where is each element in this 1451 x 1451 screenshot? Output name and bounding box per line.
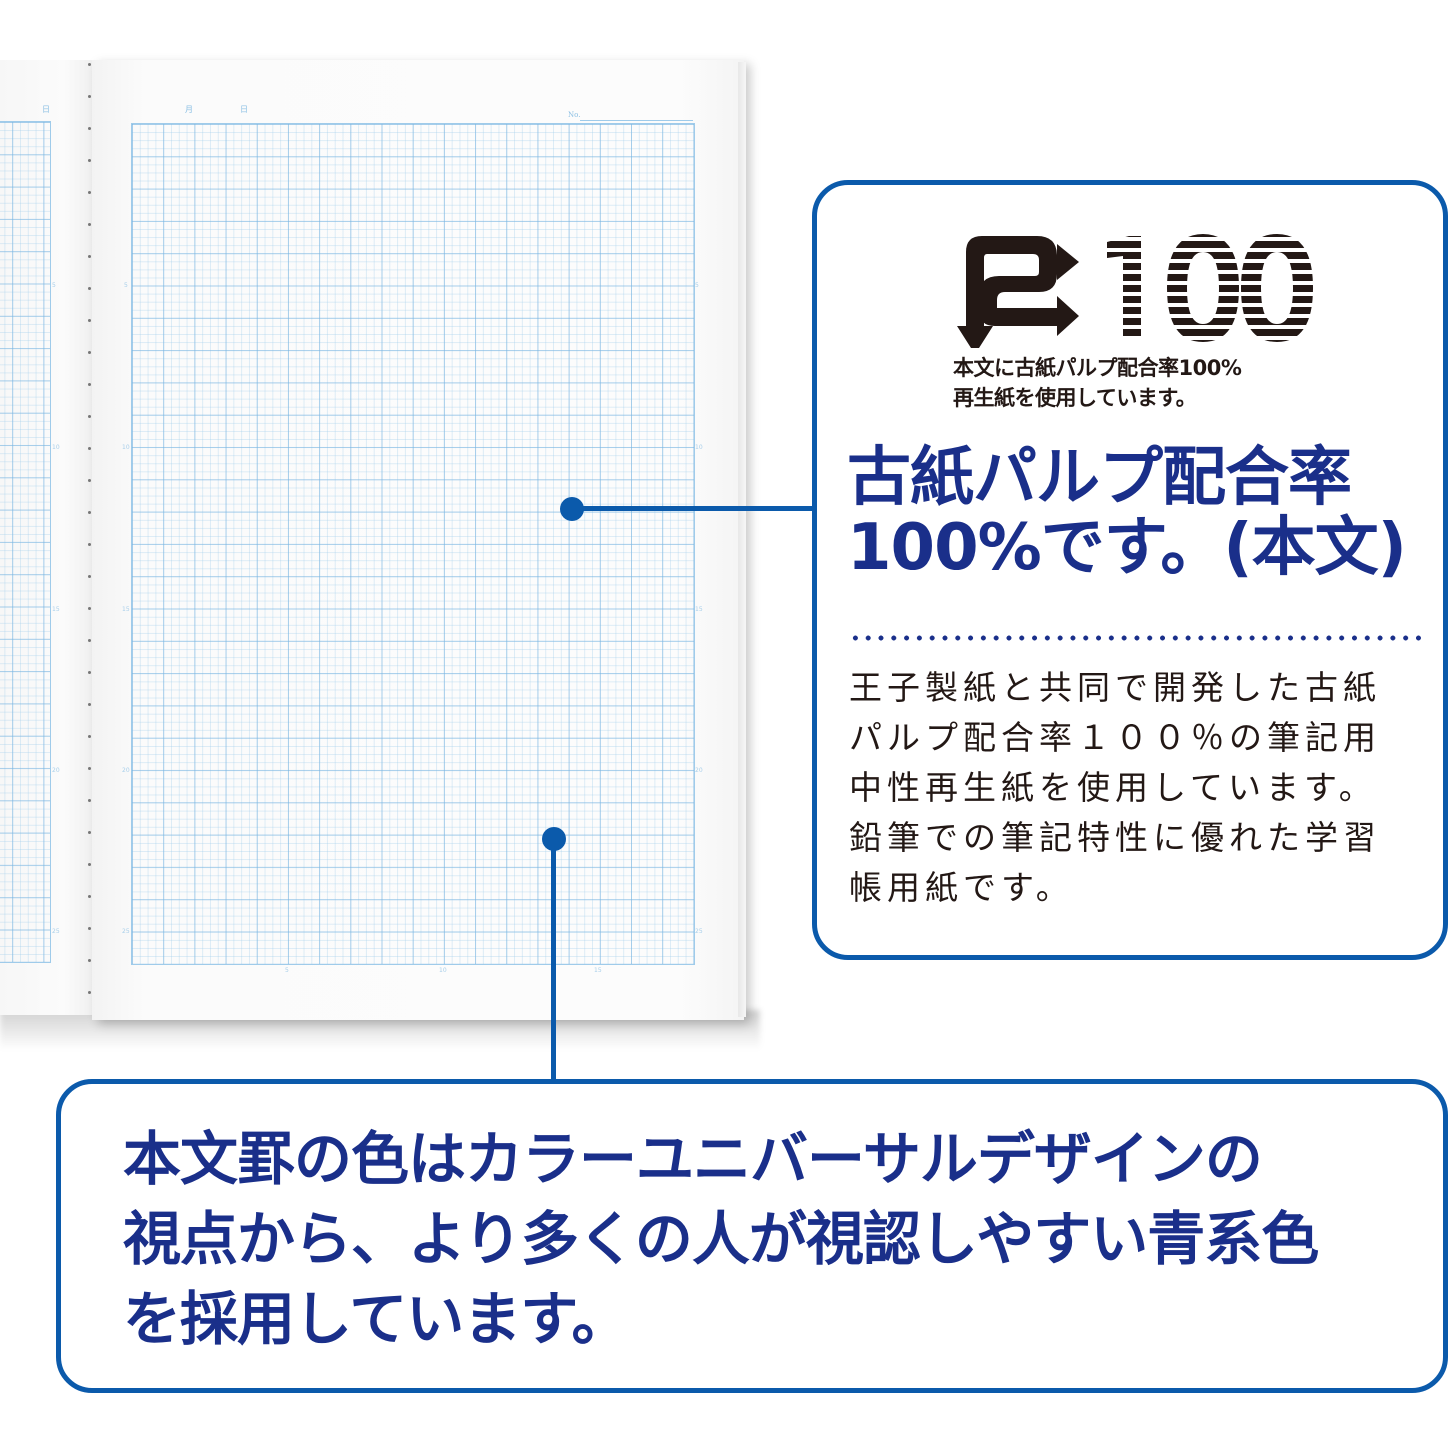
row-label: 25 (122, 928, 130, 935)
description-line: 帳用紙です。 (849, 868, 1074, 907)
left-row-label: 15 (52, 606, 60, 613)
connector-line-top (572, 506, 816, 511)
row-label: 20 (695, 767, 703, 774)
column-label: 5 (285, 967, 289, 974)
recycled-paper-callout: 100 本文に古紙パルプ配合率100% 再生紙を使用しています。 古紙パルプ配合… (812, 180, 1448, 960)
left-row-label: 10 (52, 444, 60, 451)
column-label: 15 (594, 967, 602, 974)
description-line: 中性再生紙を使用しています。 (849, 768, 1377, 807)
left-day-label: 日 (42, 105, 50, 114)
day-label: 日 (240, 105, 248, 114)
row-label: 10 (695, 444, 703, 451)
left-row-label: 20 (52, 767, 60, 774)
color-design-line: 本文罫の色はカラーユニバーサルデザインの (123, 1125, 1263, 1193)
r100-caption: 本文に古紙パルプ配合率100% 再生紙を使用しています。 (953, 353, 1242, 413)
description-line: 王子製紙と共同で開発した古紙 (849, 668, 1381, 707)
row-label: 5 (695, 282, 699, 289)
notebook-illustration: 日 5 10 15 20 25 月 日 No. 5 10 15 20 25 5 … (0, 0, 760, 1050)
row-label: 15 (122, 606, 130, 613)
connector-line-bottom (551, 839, 556, 1083)
color-design-line: 視点から、より多くの人が視認しやすい青系色 (123, 1205, 1319, 1273)
color-universal-design-callout: 本文罫の色はカラーユニバーサルデザインの 視点から、より多くの人が視認しやすい青… (56, 1079, 1448, 1393)
headline-line: 古紙パルプ配合率 (847, 441, 1352, 515)
row-label: 20 (122, 767, 130, 774)
right-page-grid (131, 123, 695, 965)
left-page-grid (0, 121, 51, 963)
recycled-headline: 古紙パルプ配合率 100%です。(本文) (847, 441, 1407, 585)
description-line: パルプ配合率１００％の筆記用 (849, 718, 1381, 757)
month-label: 月 (185, 105, 193, 114)
page-edge (738, 62, 746, 1017)
headline-line: 100%です。(本文) (847, 511, 1407, 585)
description-line: 鉛筆での筆記特性に優れた学習 (849, 818, 1381, 857)
recycled-description: 王子製紙と共同で開発した古紙 パルプ配合率１００％の筆記用 中性再生紙を使用して… (849, 663, 1381, 913)
left-row-label: 25 (52, 928, 60, 935)
r100-recycle-icon: 100 (957, 230, 1313, 348)
r100-caption-line: 再生紙を使用しています。 (953, 386, 1197, 410)
r100-number: 100 (957, 230, 988, 234)
binding-stitches (88, 63, 92, 1013)
r100-caption-line: 本文に古紙パルプ配合率100% (953, 356, 1242, 380)
left-row-label: 5 (52, 282, 56, 289)
color-design-line: を採用しています。 (123, 1285, 629, 1353)
row-label: 25 (695, 928, 703, 935)
row-label: 5 (124, 282, 128, 289)
row-label: 15 (695, 606, 703, 613)
dotted-divider (849, 635, 1425, 641)
color-design-text: 本文罫の色はカラーユニバーサルデザインの 視点から、より多くの人が視認しやすい青… (123, 1119, 1319, 1359)
number-label: No. (568, 111, 581, 119)
column-label: 10 (439, 967, 447, 974)
number-underline (580, 120, 693, 121)
row-label: 10 (122, 444, 130, 451)
